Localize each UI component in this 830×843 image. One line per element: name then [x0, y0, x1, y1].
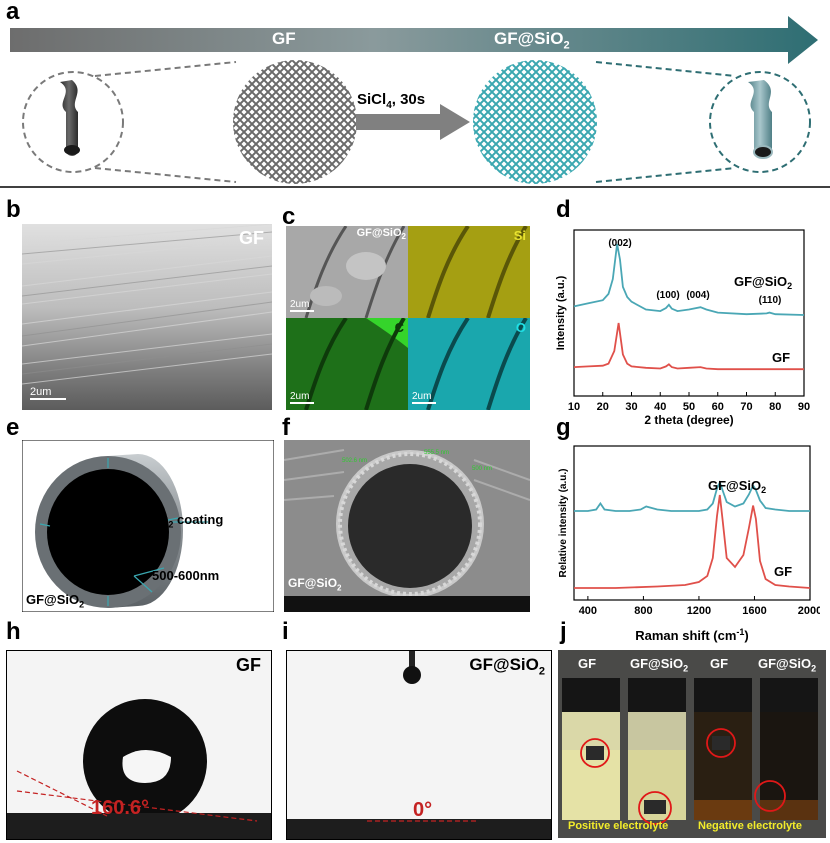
coating-label: SiO2 coating — [146, 512, 224, 530]
x-tick-label-chartG-2: 1200 — [687, 605, 711, 617]
vial-label-2: GF@SiO2 — [630, 656, 689, 674]
process-arrow — [10, 16, 818, 64]
series-line-chartD-1 — [573, 322, 804, 371]
x-tick-label-chartD-4: 50 — [683, 401, 695, 413]
vial-label-3: GF — [710, 656, 729, 671]
raman-series-label-gf-sio2: GF@SiO2 — [708, 478, 766, 495]
x-tick-label-chartG-3: 1600 — [742, 605, 766, 617]
panel-label-e: e — [6, 414, 20, 441]
positive-electrolyte-label: Positive electrolyte — [568, 820, 669, 832]
x-tick-label-chartD-8: 90 — [798, 401, 810, 413]
panel-label-d: d — [556, 196, 571, 223]
sem-cross-section: 502.6 nm 555.5 nm 500 nm GF@SiO2 — [284, 440, 530, 612]
xrd-peak-100: (100) — [656, 290, 679, 301]
contact-angle-gf-tag: GF — [236, 655, 261, 675]
sicl4-arrow — [356, 104, 470, 140]
raman-plot-frame — [573, 445, 811, 601]
scale-bar-c1: 2um — [290, 299, 314, 312]
raman-chart: 400 800 1200 1600 2000 GF@SiO2 GF Raman shif… — [558, 445, 820, 643]
xrd-peak-110: (110) — [759, 295, 782, 306]
xrd-peak-004: (004) — [686, 290, 709, 301]
eds-map-o: O 2um — [408, 318, 530, 410]
svg-text:555.5 nm: 555.5 nm — [424, 450, 449, 456]
contact-angle-gf-sio2: GF@SiO2 0° — [286, 650, 552, 840]
scale-bar-c2: 2um — [290, 391, 314, 404]
raman-series-label-gf: GF — [774, 564, 792, 579]
x-tick-label-chartD-3: 40 — [654, 401, 666, 413]
x-tick-label-chartD-5: 60 — [712, 401, 724, 413]
x-tick-label-chartG-0: 400 — [579, 605, 597, 617]
panel-label-c: c — [282, 203, 296, 230]
vial-label-4: GF@SiO2 — [758, 656, 817, 674]
thickness-label: 500-600nm — [152, 568, 220, 583]
eds-tag-o: O — [515, 320, 526, 335]
coating-schematic — [22, 440, 274, 612]
x-tick-label-chartD-2: 30 — [625, 401, 637, 413]
eds-tag-si: Si — [513, 228, 526, 243]
series-line-chartG-0 — [574, 480, 810, 512]
vial-label-1: GF — [578, 656, 597, 671]
scale-bar-b: 2um — [30, 386, 66, 400]
panel-label-b: b — [6, 196, 21, 223]
panel-label-g: g — [556, 414, 571, 441]
panel-a-schematic — [0, 16, 830, 188]
cross-section-label: GF@SiO2 — [288, 575, 342, 592]
eds-map-c: C 2um — [286, 318, 408, 410]
series-line-chartD-0 — [573, 243, 805, 316]
x-tick-label-chartD-1: 20 — [597, 401, 609, 413]
xrd-y-axis-label: Intensity (a.u.) — [555, 275, 567, 350]
electrolyte-vials-photo: GF GF@SiO2 GF GF@SiO2 Positive electroly… — [558, 650, 826, 838]
sem-tag-gf: GF — [239, 228, 264, 248]
xrd-x-axis-label: 2 theta (degree) — [644, 413, 733, 427]
x-tick-label-chartD-7: 80 — [769, 401, 781, 413]
scale-bar-c3: 2um — [412, 391, 436, 404]
raman-x-axis-label: Raman shift (cm-1) — [635, 627, 749, 643]
sem-image-gf-sio2: GF@SiO2 2um — [286, 226, 408, 318]
eds-tag-main: GF@SiO2 — [356, 227, 406, 242]
raman-y-axis-label: Relative intensity (a.u.) — [558, 469, 569, 578]
xrd-chart: 10 20 30 40 50 60 70 80 90 (002) (100) (004) (11… — [555, 229, 810, 427]
gf-mesh — [233, 60, 357, 184]
panel-label-h: h — [6, 618, 21, 645]
panel-label-a: a — [6, 0, 20, 25]
eds-map-si: Si — [408, 226, 530, 318]
coating-bottom-label: GF@SiO2 — [26, 592, 85, 610]
panel-label-f: f — [282, 414, 290, 441]
svg-text:502.6 nm: 502.6 nm — [342, 458, 367, 464]
arrow-label-gf: GF — [272, 29, 296, 48]
contact-angle-gf: GF 160.6° — [6, 650, 272, 840]
arrow-label-gf-sio2: GF@SiO2 — [494, 29, 570, 52]
process-label: SiCl4, 30s — [357, 91, 426, 111]
xrd-peak-002: (002) — [608, 238, 631, 249]
panel-label-j: j — [560, 618, 567, 645]
eds-tag-c: C — [394, 320, 404, 335]
contact-angle-gf-sio2-value: 0° — [413, 799, 433, 821]
x-tick-label-chartG-4: 2000 — [798, 605, 820, 617]
gf-sio2-mesh — [473, 60, 597, 184]
svg-text:500 nm: 500 nm — [472, 466, 492, 472]
panel-label-i: i — [282, 618, 289, 645]
x-tick-label-chartG-1: 800 — [634, 605, 652, 617]
contact-angle-gf-value: 160.6° — [91, 797, 150, 819]
xrd-series-label-gf-sio2: GF@SiO2 — [734, 274, 792, 291]
xrd-series-label-gf: GF — [772, 350, 790, 365]
series-line-chartG-1 — [574, 494, 811, 589]
x-tick-label-chartD-0: 10 — [568, 401, 580, 413]
contact-angle-gf-sio2-tag: GF@SiO2 — [469, 655, 545, 678]
x-tick-label-chartD-6: 70 — [740, 401, 752, 413]
negative-electrolyte-label: Negative electrolyte — [698, 820, 802, 832]
sem-image-gf: GF 2um — [22, 224, 272, 410]
